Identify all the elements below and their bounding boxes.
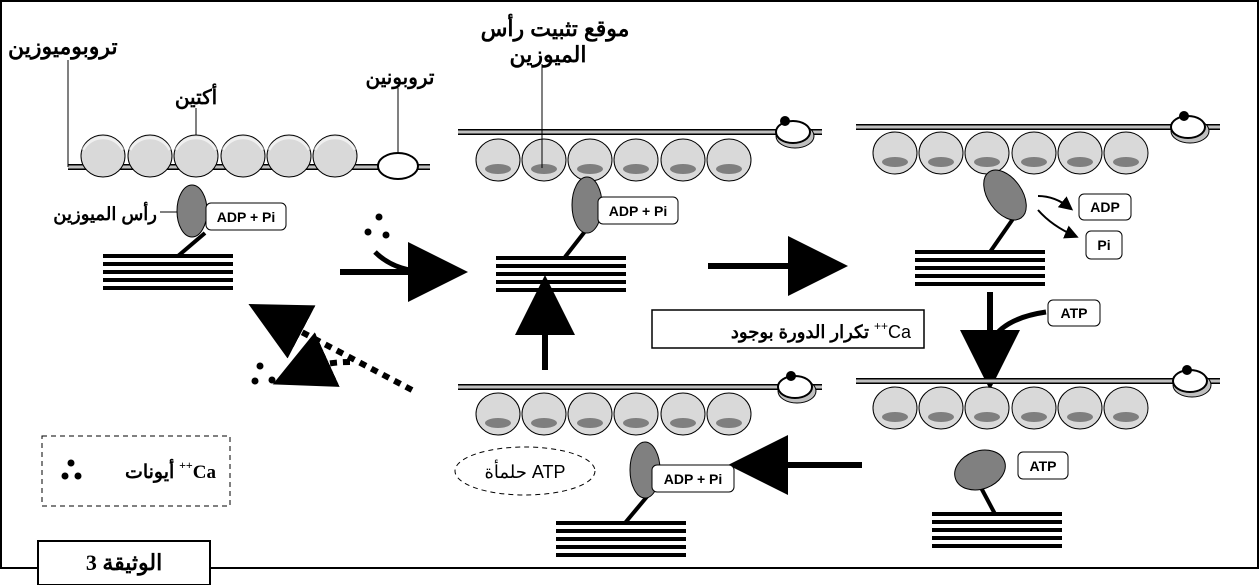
binding-site-label-1: موقع تثبيت رأس — [481, 13, 630, 42]
troponin-label: تروبونين — [366, 67, 435, 90]
atp-curve — [989, 309, 1047, 342]
adp-box — [1078, 193, 1132, 221]
myosin-thick-filament — [496, 256, 626, 292]
actin-filament — [79, 133, 359, 179]
adp-pi-label: ADP + Pi — [217, 209, 276, 225]
myosin-thick-filament — [556, 521, 686, 557]
actin-label: أكتين — [175, 83, 217, 110]
actin-filament — [872, 131, 1149, 175]
actin-filament — [475, 392, 752, 436]
panel-detachment: ATP — [856, 365, 1220, 548]
adp-pi-label: ADP + Pi — [664, 471, 723, 487]
myosin-thick-filament — [915, 250, 1045, 286]
outer-frame — [0, 0, 1259, 569]
calcium-ions-entering — [364, 213, 390, 239]
actin-filament — [475, 138, 752, 182]
myosin-head — [983, 169, 1027, 221]
panel-resting: ADP + Pi — [67, 60, 430, 290]
atp-box — [1017, 451, 1069, 480]
troponin — [1170, 115, 1206, 139]
arrow-relaxation — [248, 304, 414, 393]
cycle-repeat-label: تكرار الدورة بوجود ++Ca — [731, 319, 912, 343]
legend-box — [41, 435, 231, 507]
cycle-repeat-box — [651, 309, 925, 349]
atp-box — [1047, 299, 1101, 327]
atp-label: ATP — [1061, 305, 1088, 321]
myosin-head — [176, 184, 208, 238]
myosin-thick-filament — [932, 512, 1062, 548]
troponin — [775, 120, 811, 144]
pi-box — [1085, 230, 1123, 260]
myosin-thick-filament — [103, 254, 233, 290]
arrow-adp-release — [1037, 195, 1074, 211]
arrow-ca-removal — [272, 332, 351, 387]
troponin — [777, 375, 813, 399]
adp-pi-label: ADP + Pi — [609, 203, 668, 219]
atp-label: ATP — [1030, 458, 1057, 474]
adp-pi-box — [651, 464, 735, 493]
arrow-pi-release — [1037, 209, 1079, 239]
atp-hydrolysis-bubble — [454, 446, 596, 496]
panel-hydrolysis: ADP + Pi حلمأة ATP — [454, 371, 822, 557]
atp-hydrolysis-label: حلمأة ATP — [484, 459, 565, 482]
adp-label: ADP — [1090, 199, 1120, 215]
adp-pi-box — [597, 196, 679, 225]
myosin-head — [954, 449, 1006, 491]
myosin-head-label: رأس الميوزين — [53, 202, 157, 225]
troponin — [377, 152, 419, 180]
document-label: الوثيقة 3 — [86, 550, 162, 576]
panel-power-stroke: ADP Pi — [856, 111, 1220, 286]
calcium-ions-leaving — [251, 362, 276, 385]
actin-filament — [872, 386, 1149, 430]
tropomyosin-label: تروبوميوزين — [8, 34, 118, 60]
legend-label: أيونات ++Ca — [125, 458, 217, 483]
binding-site-label-2: الميوزين — [509, 42, 586, 68]
adp-pi-box — [205, 202, 287, 231]
pi-label: Pi — [1097, 237, 1110, 253]
document-label-box — [37, 540, 211, 585]
panel-binding: ADP + Pi — [458, 64, 822, 292]
